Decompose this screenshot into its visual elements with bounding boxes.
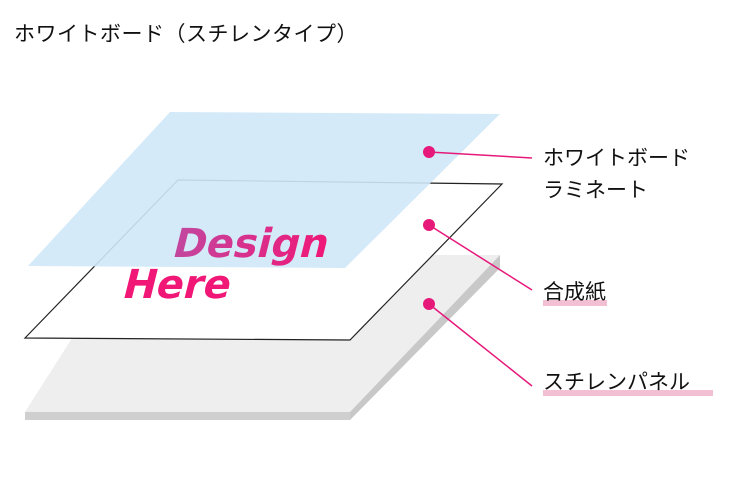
panel-label-highlight [543,390,713,396]
design-text: Design [168,220,335,267]
leader-line-panel [428,303,533,387]
label-whiteboard-line1: ホワイトボード [543,146,690,170]
styrene-panel-front-side [25,412,350,420]
paper-label-highlight [543,300,607,306]
design-here-print: Design Here [118,220,335,308]
leader-line-laminate [428,151,533,159]
whiteboard-laminate-sheet [28,112,500,268]
styrene-panel-right-side [350,255,500,420]
label-whiteboard-line2: ラミネート [543,178,648,202]
here-text: Here [118,261,237,308]
label-synthetic-paper: 合成紙 [543,280,606,304]
leader-dot-panel [423,298,435,310]
label-styrene-panel: スチレンパネル [543,370,690,394]
page-title: ホワイトボード（スチレンタイプ） [14,22,358,46]
leader-dot-laminate [423,146,435,158]
leader-line-paper [428,224,533,291]
leader-dot-paper [423,219,435,231]
label-whiteboard-laminate: ホワイトボード ラミネート [543,142,690,206]
